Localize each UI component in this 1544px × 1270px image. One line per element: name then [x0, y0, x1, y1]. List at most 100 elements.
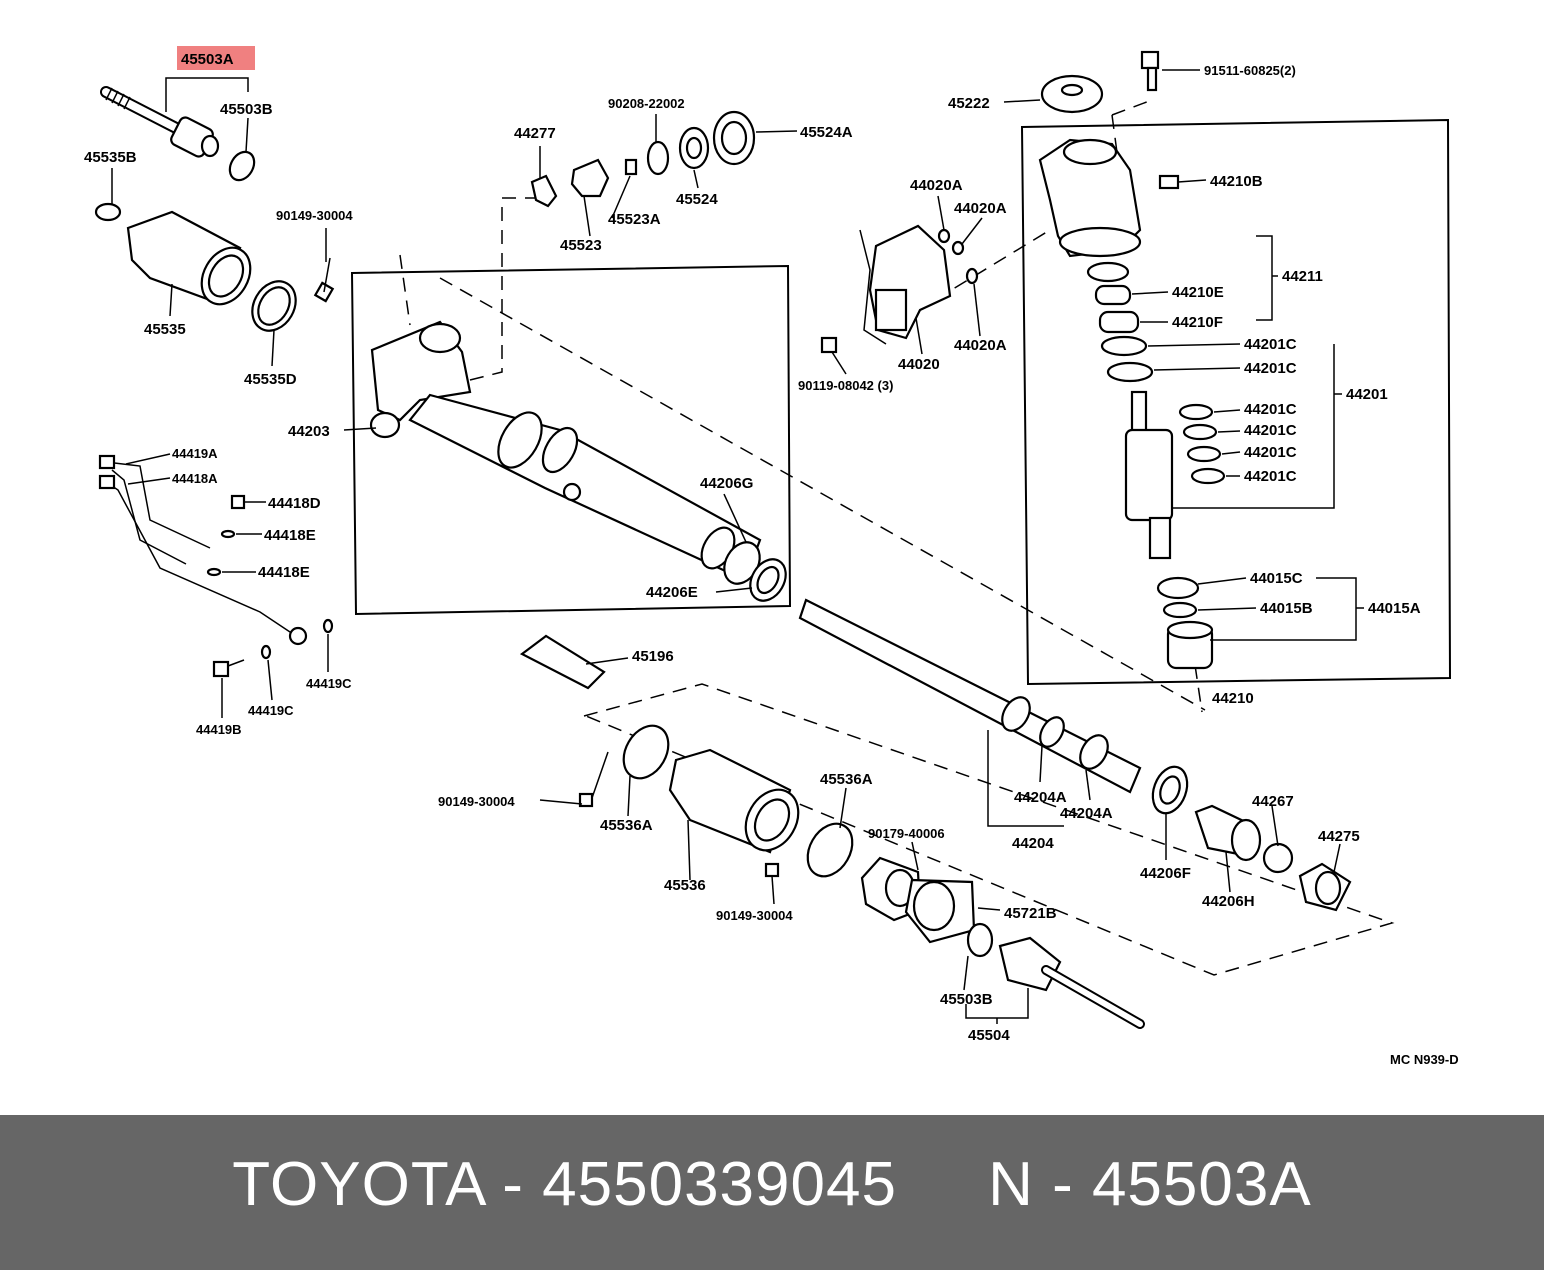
label-45524A: 45524A [800, 124, 853, 141]
label-90179: 90179-40006 [868, 826, 945, 841]
label-45535: 45535 [144, 321, 186, 338]
label-90149-top: 90149-30004 [276, 208, 353, 223]
gasket-44418E-1 [220, 529, 236, 539]
label-45196: 45196 [632, 648, 674, 665]
bearing-44015C [1156, 576, 1200, 600]
label-45222: 45222 [948, 95, 990, 112]
grommet-90179 [860, 856, 922, 922]
tie-rod-end-45503A [100, 86, 220, 158]
label-44206G: 44206G [700, 475, 753, 492]
label-45536: 45536 [664, 877, 706, 894]
clamp-45536A-1 [622, 724, 670, 780]
label-44418E-2: 44418E [258, 564, 310, 581]
label-44203: 44203 [288, 423, 330, 440]
label-44204A-2: 44204A [1060, 805, 1113, 822]
ring-44201C-2 [1106, 361, 1154, 383]
washer-90208 [646, 140, 670, 176]
label-90208: 90208-22002 [608, 96, 685, 111]
gasket-44419C-2 [260, 644, 272, 660]
label-44201C-4: 44201C [1244, 422, 1297, 439]
label-45503B-top: 45503B [220, 101, 273, 118]
washer-45503B-top [228, 150, 256, 182]
label-90149-bot: 90149-30004 [716, 908, 793, 923]
label-45535B: 45535B [84, 149, 137, 166]
label-44020A-3: 44020A [954, 337, 1007, 354]
label-45503B-bottom: 45503B [940, 991, 993, 1008]
label-44204A-1: 44204A [1014, 789, 1067, 806]
label-44210F: 44210F [1172, 314, 1223, 331]
label-45536A-2: 45536A [820, 771, 873, 788]
ring-44201C-3 [1178, 403, 1214, 421]
part-number-caption: TOYOTA - 4550339045 N - 45503A [232, 1150, 1312, 1219]
bushing-44206H [1194, 804, 1262, 862]
label-45523A: 45523A [608, 211, 661, 228]
label-44419B: 44419B [196, 722, 242, 737]
clamp-45536A-2 [806, 822, 854, 878]
label-44201C-2: 44201C [1244, 360, 1297, 377]
oring-44020A-2 [951, 240, 965, 256]
label-44201C-6: 44201C [1244, 468, 1297, 485]
gasket-44419C-1 [322, 618, 334, 634]
label-44210: 44210 [1212, 690, 1254, 707]
plate-45196 [519, 634, 606, 690]
label-44020A-2: 44020A [954, 200, 1007, 217]
label-90119: 90119-08042 (3) [798, 378, 893, 393]
label-44020: 44020 [898, 356, 940, 373]
label-45524: 45524 [676, 191, 718, 208]
control-valve-box [1020, 118, 1452, 686]
exploded-view-svg: 45503A 45503B 45535B 45535 45535D 90149-… [84, 46, 1459, 1067]
boot-45536 [668, 748, 800, 854]
label-44015B: 44015B [1260, 600, 1313, 617]
label-44418E-1: 44418E [264, 527, 316, 544]
ring-44201C-1 [1100, 335, 1148, 357]
label-44206H: 44206H [1202, 893, 1255, 910]
label-45504: 45504 [968, 1027, 1010, 1044]
bolt-44418D [230, 494, 246, 510]
label-44206F: 44206F [1140, 865, 1191, 882]
control-valve-44020 [859, 224, 952, 345]
valve-housing-44211 [1038, 138, 1142, 258]
lower-group-dashed-outline [583, 683, 1395, 976]
oring-44020A-3 [965, 267, 979, 285]
washer-45503B-bottom [966, 922, 994, 958]
ring-44201C-6 [1190, 467, 1226, 485]
pinion-valve-44201 [1124, 390, 1174, 560]
label-90149-mid: 90149-30004 [438, 794, 515, 809]
label-44277: 44277 [514, 125, 556, 142]
label-44267: 44267 [1252, 793, 1294, 810]
label-44419A: 44419A [172, 446, 218, 461]
bolt-44210B [1158, 174, 1180, 190]
diagram-code: MC N939-D [1390, 1052, 1459, 1067]
label-45523: 45523 [560, 237, 602, 254]
label-45721B: 45721B [1004, 905, 1057, 922]
ring-44201C-5 [1186, 445, 1222, 463]
label-44275: 44275 [1318, 828, 1360, 845]
label-44210E: 44210E [1172, 284, 1224, 301]
label-44419C-2: 44419C [248, 703, 294, 718]
bolt-90149-mid [578, 751, 609, 808]
bolt-91511 [1140, 50, 1160, 92]
seal-44210F [1098, 310, 1140, 334]
boot-45535 [126, 210, 252, 306]
rack-housing-44203 [369, 320, 762, 582]
tie-rod-end-45504 [998, 936, 1145, 1029]
highlight-box [177, 46, 255, 70]
label-44211: 44211 [1282, 268, 1323, 285]
label-44201C-3: 44201C [1244, 401, 1297, 418]
ring-44201C-4 [1182, 423, 1218, 441]
label-44020A-1: 44020A [910, 177, 963, 194]
label-44015A: 44015A [1368, 600, 1421, 617]
rack-housing-box [350, 264, 792, 616]
bolt-90149-bot [764, 862, 780, 878]
label-44201C-5: 44201C [1244, 444, 1297, 461]
guide-45523 [570, 158, 610, 198]
label-44418D: 44418D [268, 495, 321, 512]
label-91511: 91511-60825(2) [1204, 63, 1296, 78]
label-44210B: 44210B [1210, 173, 1263, 190]
bolt-44419B [212, 659, 245, 678]
clip-45535B [94, 202, 122, 222]
parts-diagram: 45503A 45503B 45535B 45535 45535D 90149-… [84, 46, 1459, 1067]
label-44418A: 44418A [172, 471, 218, 486]
yoke-44277 [530, 174, 558, 208]
rack-44204 [798, 598, 1142, 794]
